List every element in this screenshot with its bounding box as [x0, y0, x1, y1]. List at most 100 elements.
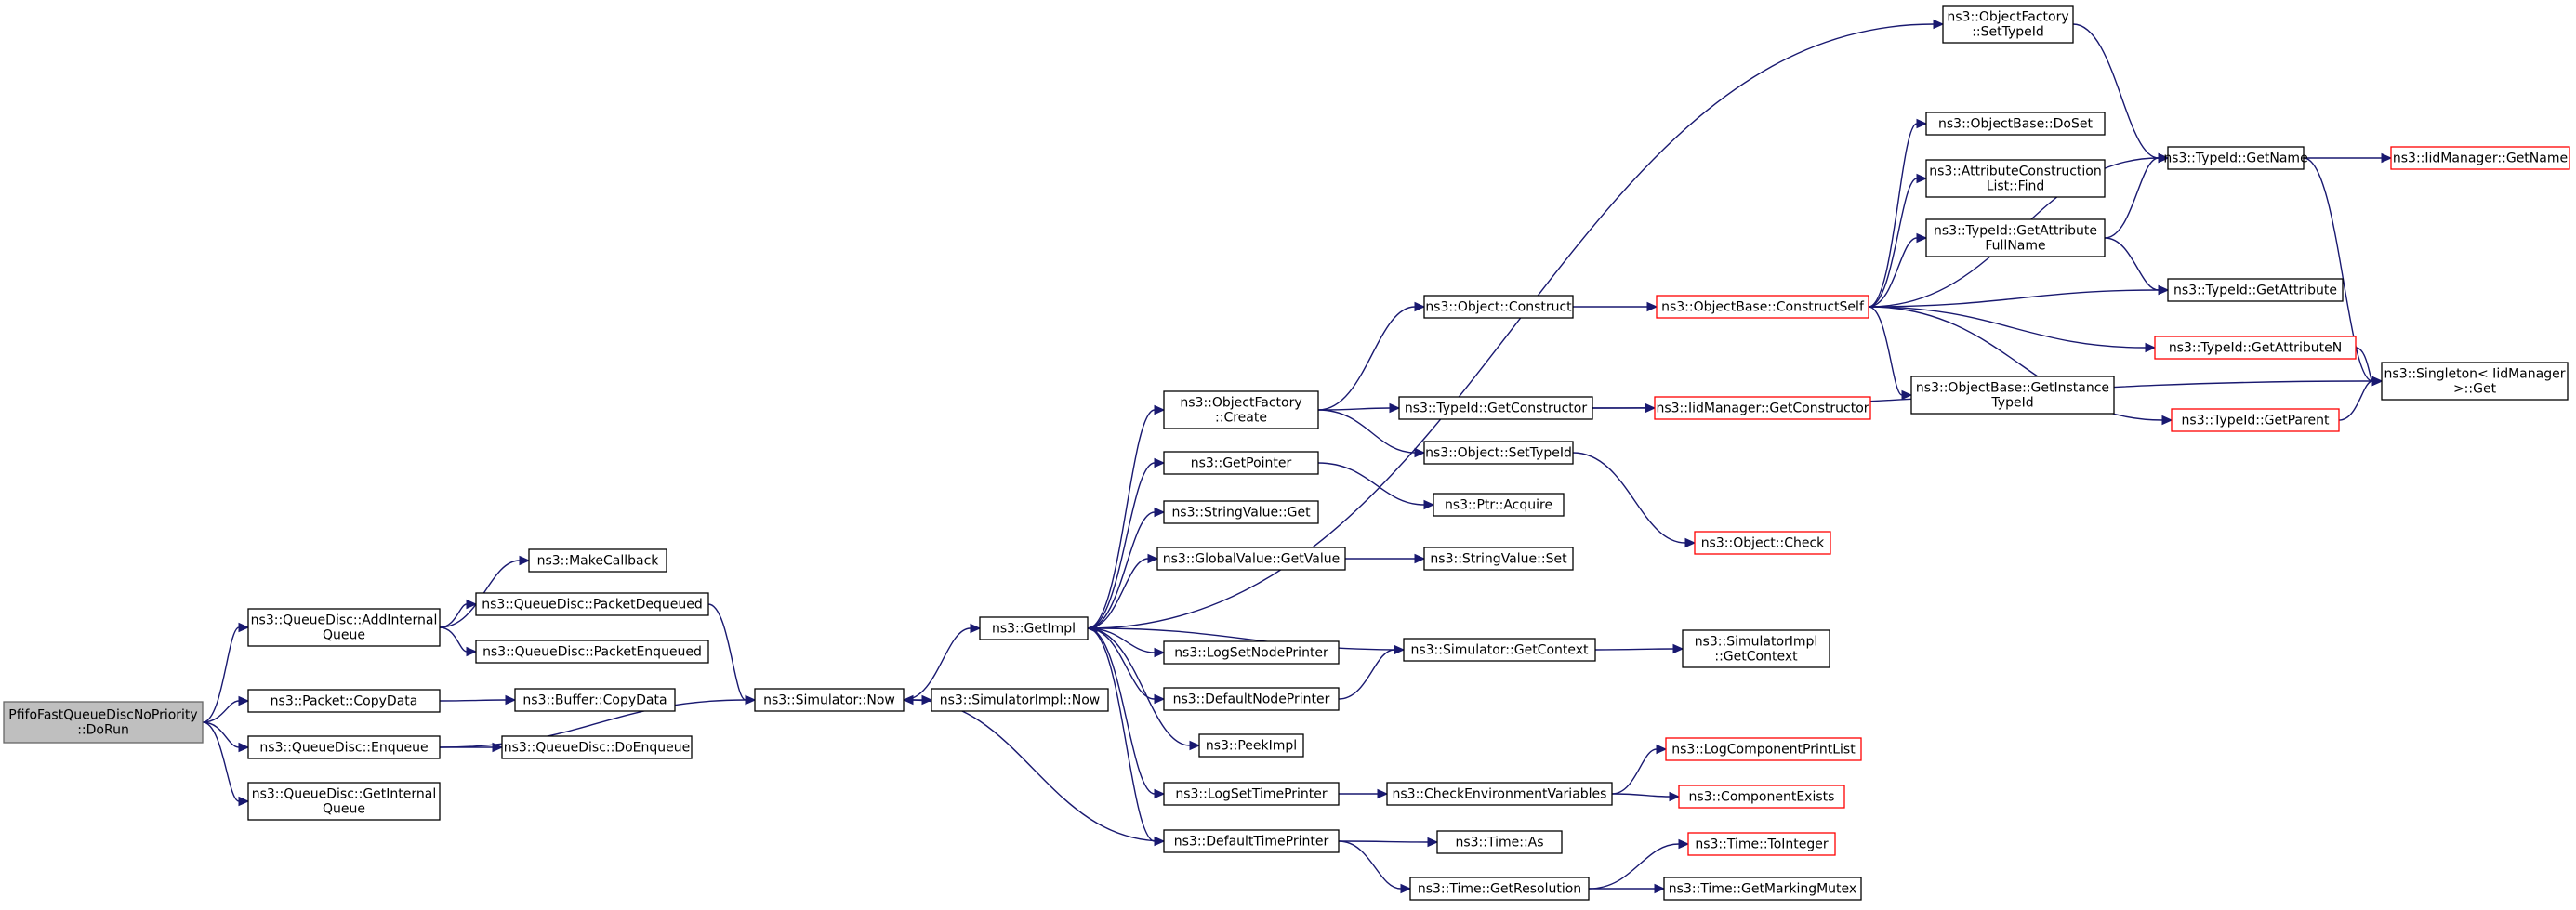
edge-ob_constructself-to-acl_find	[1868, 173, 1928, 308]
edge-def_timeprinter-to-time_getres	[1338, 840, 1412, 894]
edge-qd_addint-to-qd_pktdeq	[439, 599, 478, 628]
node-ns3-iidmanager-getname[interactable]: ns3::IidManager::GetName	[2390, 146, 2570, 170]
node-ns3-defaulttimeprinter[interactable]: ns3::DefaultTimePrinter	[1163, 829, 1340, 853]
node-ns3-logsetnodeprinter[interactable]: ns3::LogSetNodePrinter	[1163, 640, 1340, 665]
edge-line	[202, 721, 240, 748]
node-label: ns3::PeekImpl	[1206, 739, 1297, 754]
node-ns3-typeid-getname[interactable]: ns3::TypeId::GetName	[2163, 146, 2308, 170]
node-ns3-simulator-getcontext[interactable]: ns3::Simulator::GetContext	[1403, 638, 1596, 662]
node-box	[2171, 408, 2340, 432]
edge-line	[1572, 452, 1686, 544]
node-label: >::Get	[2453, 382, 2497, 397]
node-box	[2154, 336, 2357, 360]
edge-getimpl-to-peekimpl	[1087, 627, 1201, 751]
edge-line	[903, 627, 971, 701]
node-ns3-queuedisc-packetdequeued[interactable]: ns3::QueueDisc::PacketDequeued	[475, 592, 709, 616]
node-ns3-queuedisc-packetenqueued[interactable]: ns3::QueueDisc::PacketEnqueued	[475, 640, 709, 664]
edge-arrowhead	[1147, 553, 1159, 564]
node-ns3-queuedisc-doenqueue[interactable]: ns3::QueueDisc::DoEnqueue	[501, 735, 693, 759]
edge-arrowhead	[1933, 19, 1945, 30]
node-ns3-makecallback[interactable]: ns3::MakeCallback	[528, 548, 667, 573]
node-label: ns3::GetImpl	[992, 622, 1076, 637]
node-ns3-objectfactory-create[interactable]: ns3::ObjectFactory::Create	[1163, 390, 1319, 429]
node-ns3-stringvalue-set[interactable]: ns3::StringValue::Set	[1423, 547, 1574, 571]
node-ns3-packet-copydata[interactable]: ns3::Packet::CopyData	[247, 689, 441, 713]
node-ns3-time-as[interactable]: ns3::Time::As	[1436, 830, 1563, 854]
node-label: ns3::Time::ToInteger	[1695, 837, 1829, 852]
edge-line	[2104, 237, 2160, 291]
node-ns3-simulator-now[interactable]: ns3::Simulator::Now	[754, 688, 905, 712]
node-box	[528, 548, 667, 573]
node-label: ns3::ObjectBase::DoSet	[1938, 117, 2093, 132]
node-ns3-typeid-getattributen[interactable]: ns3::TypeId::GetAttributeN	[2154, 336, 2357, 360]
edge-line	[1338, 649, 1395, 700]
node-ns3-peekimpl[interactable]: ns3::PeekImpl	[1198, 733, 1304, 758]
node-box	[1665, 737, 1862, 761]
node-ns3-getpointer[interactable]: ns3::GetPointer	[1163, 451, 1319, 475]
node-label: ns3::SimulatorImpl	[1695, 635, 1818, 650]
node-ns3-buffer-copydata[interactable]: ns3::Buffer::CopyData	[514, 688, 676, 712]
node-ns3-simulatorimpl-getcontext[interactable]: ns3::SimulatorImpl::GetContext	[1682, 629, 1830, 668]
node-ns3-time-getmarkingmutex[interactable]: ns3::Time::GetMarkingMutex	[1663, 877, 1862, 901]
edge-tid_getattrfull-to-tid_getattr	[2104, 237, 2170, 296]
node-label: ns3::TypeId::GetAttribute	[1934, 224, 2097, 239]
node-ns3-objectbase-doset[interactable]: ns3::ObjectBase::DoSet	[1925, 112, 2106, 136]
node-ns3-typeid-getconstructor[interactable]: ns3::TypeId::GetConstructor	[1398, 396, 1593, 420]
edge-arrowhead	[1086, 623, 1098, 634]
node-box	[514, 688, 676, 712]
node-ns3-checkenvironmentvariables[interactable]: ns3::CheckEnvironmentVariables	[1386, 782, 1613, 806]
node-ns3-componentexists[interactable]: ns3::ComponentExists	[1678, 785, 1845, 809]
node-ns3-singleton-iidmanager-get[interactable]: ns3::Singleton< IidManager>::Get	[2381, 362, 2569, 401]
node-box	[1163, 500, 1319, 524]
node-box	[1925, 112, 2106, 136]
node-ns3-object-check[interactable]: ns3::Object::Check	[1694, 531, 1831, 555]
edge-sim_getctx-to-getimpl	[1086, 623, 1405, 651]
node-ns3-objectfactory-settypeid[interactable]: ns3::ObjectFactory::SetTypeId	[1942, 5, 2074, 44]
node-ns3-objectbase-constructself[interactable]: ns3::ObjectBase::ConstructSelf	[1656, 295, 1869, 319]
node-ns3-queuedisc-enqueue[interactable]: ns3::QueueDisc::Enqueue	[247, 735, 441, 759]
node-ns3-stringvalue-get[interactable]: ns3::StringValue::Get	[1163, 500, 1319, 524]
node-ns3-object-settypeid[interactable]: ns3::Object::SetTypeId	[1423, 441, 1574, 465]
node-ns3-logsettimeprinter[interactable]: ns3::LogSetTimePrinter	[1163, 782, 1340, 806]
node-ns3-iidmanager-getconstructor[interactable]: ns3::IidManager::GetConstructor	[1654, 396, 1871, 420]
edge-ob_constructself-to-ob_doset	[1868, 118, 1928, 308]
node-ns3-object-construct[interactable]: ns3::Object::Construct	[1423, 295, 1574, 319]
node-box	[1925, 218, 2106, 257]
node-pfifofastqueuediscnopriority-dorun[interactable]: PfifoFastQueueDiscNoPriority::DoRun	[3, 701, 204, 744]
node-ns3-defaultnodeprinter[interactable]: ns3::DefaultNodePrinter	[1163, 687, 1340, 711]
node-label: ns3::TypeId::GetAttribute	[2173, 284, 2337, 298]
node-label: ns3::TypeId::GetConstructor	[1405, 402, 1587, 416]
node-ns3-time-tointeger[interactable]: ns3::Time::ToInteger	[1687, 832, 1836, 856]
node-label: TypeId	[1990, 396, 2033, 411]
node-box	[1409, 877, 1590, 901]
node-ns3-globalvalue-getvalue[interactable]: ns3::GlobalValue::GetValue	[1156, 547, 1346, 571]
node-box	[475, 640, 709, 664]
node-label: ns3::IidManager::GetConstructor	[1656, 402, 1869, 416]
node-ns3-ptr-acquire[interactable]: ns3::Ptr::Acquire	[1433, 493, 1565, 517]
node-label: ns3::SimulatorImpl::Now	[940, 693, 1101, 708]
node-ns3-simulatorimpl-now[interactable]: ns3::SimulatorImpl::Now	[931, 688, 1109, 712]
node-ns3-typeid-getattribute[interactable]: ns3::TypeId::GetAttribute	[2167, 278, 2344, 302]
node-label: ns3::DefaultTimePrinter	[1174, 835, 1329, 850]
edge-line	[1087, 23, 1935, 629]
node-ns3-typeid-getparent[interactable]: ns3::TypeId::GetParent	[2171, 408, 2340, 432]
node-label: List::Find	[1987, 179, 2045, 194]
node-ns3-getimpl[interactable]: ns3::GetImpl	[979, 616, 1089, 640]
node-box	[1663, 877, 1862, 901]
node-label: ns3::AttributeConstruction	[1929, 165, 2101, 179]
edge-arrowhead	[1678, 838, 1690, 850]
node-label: ns3::LogSetNodePrinter	[1174, 646, 1328, 661]
node-ns3-logcomponentprintlist[interactable]: ns3::LogComponentPrintList	[1665, 737, 1862, 761]
edge-line	[1868, 306, 1903, 396]
edge-arrowhead	[745, 694, 757, 706]
node-box	[1942, 5, 2074, 44]
node-ns3-time-getresolution[interactable]: ns3::Time::GetResolution	[1409, 877, 1590, 901]
edge-line	[1338, 840, 1429, 843]
node-box	[1678, 785, 1845, 809]
